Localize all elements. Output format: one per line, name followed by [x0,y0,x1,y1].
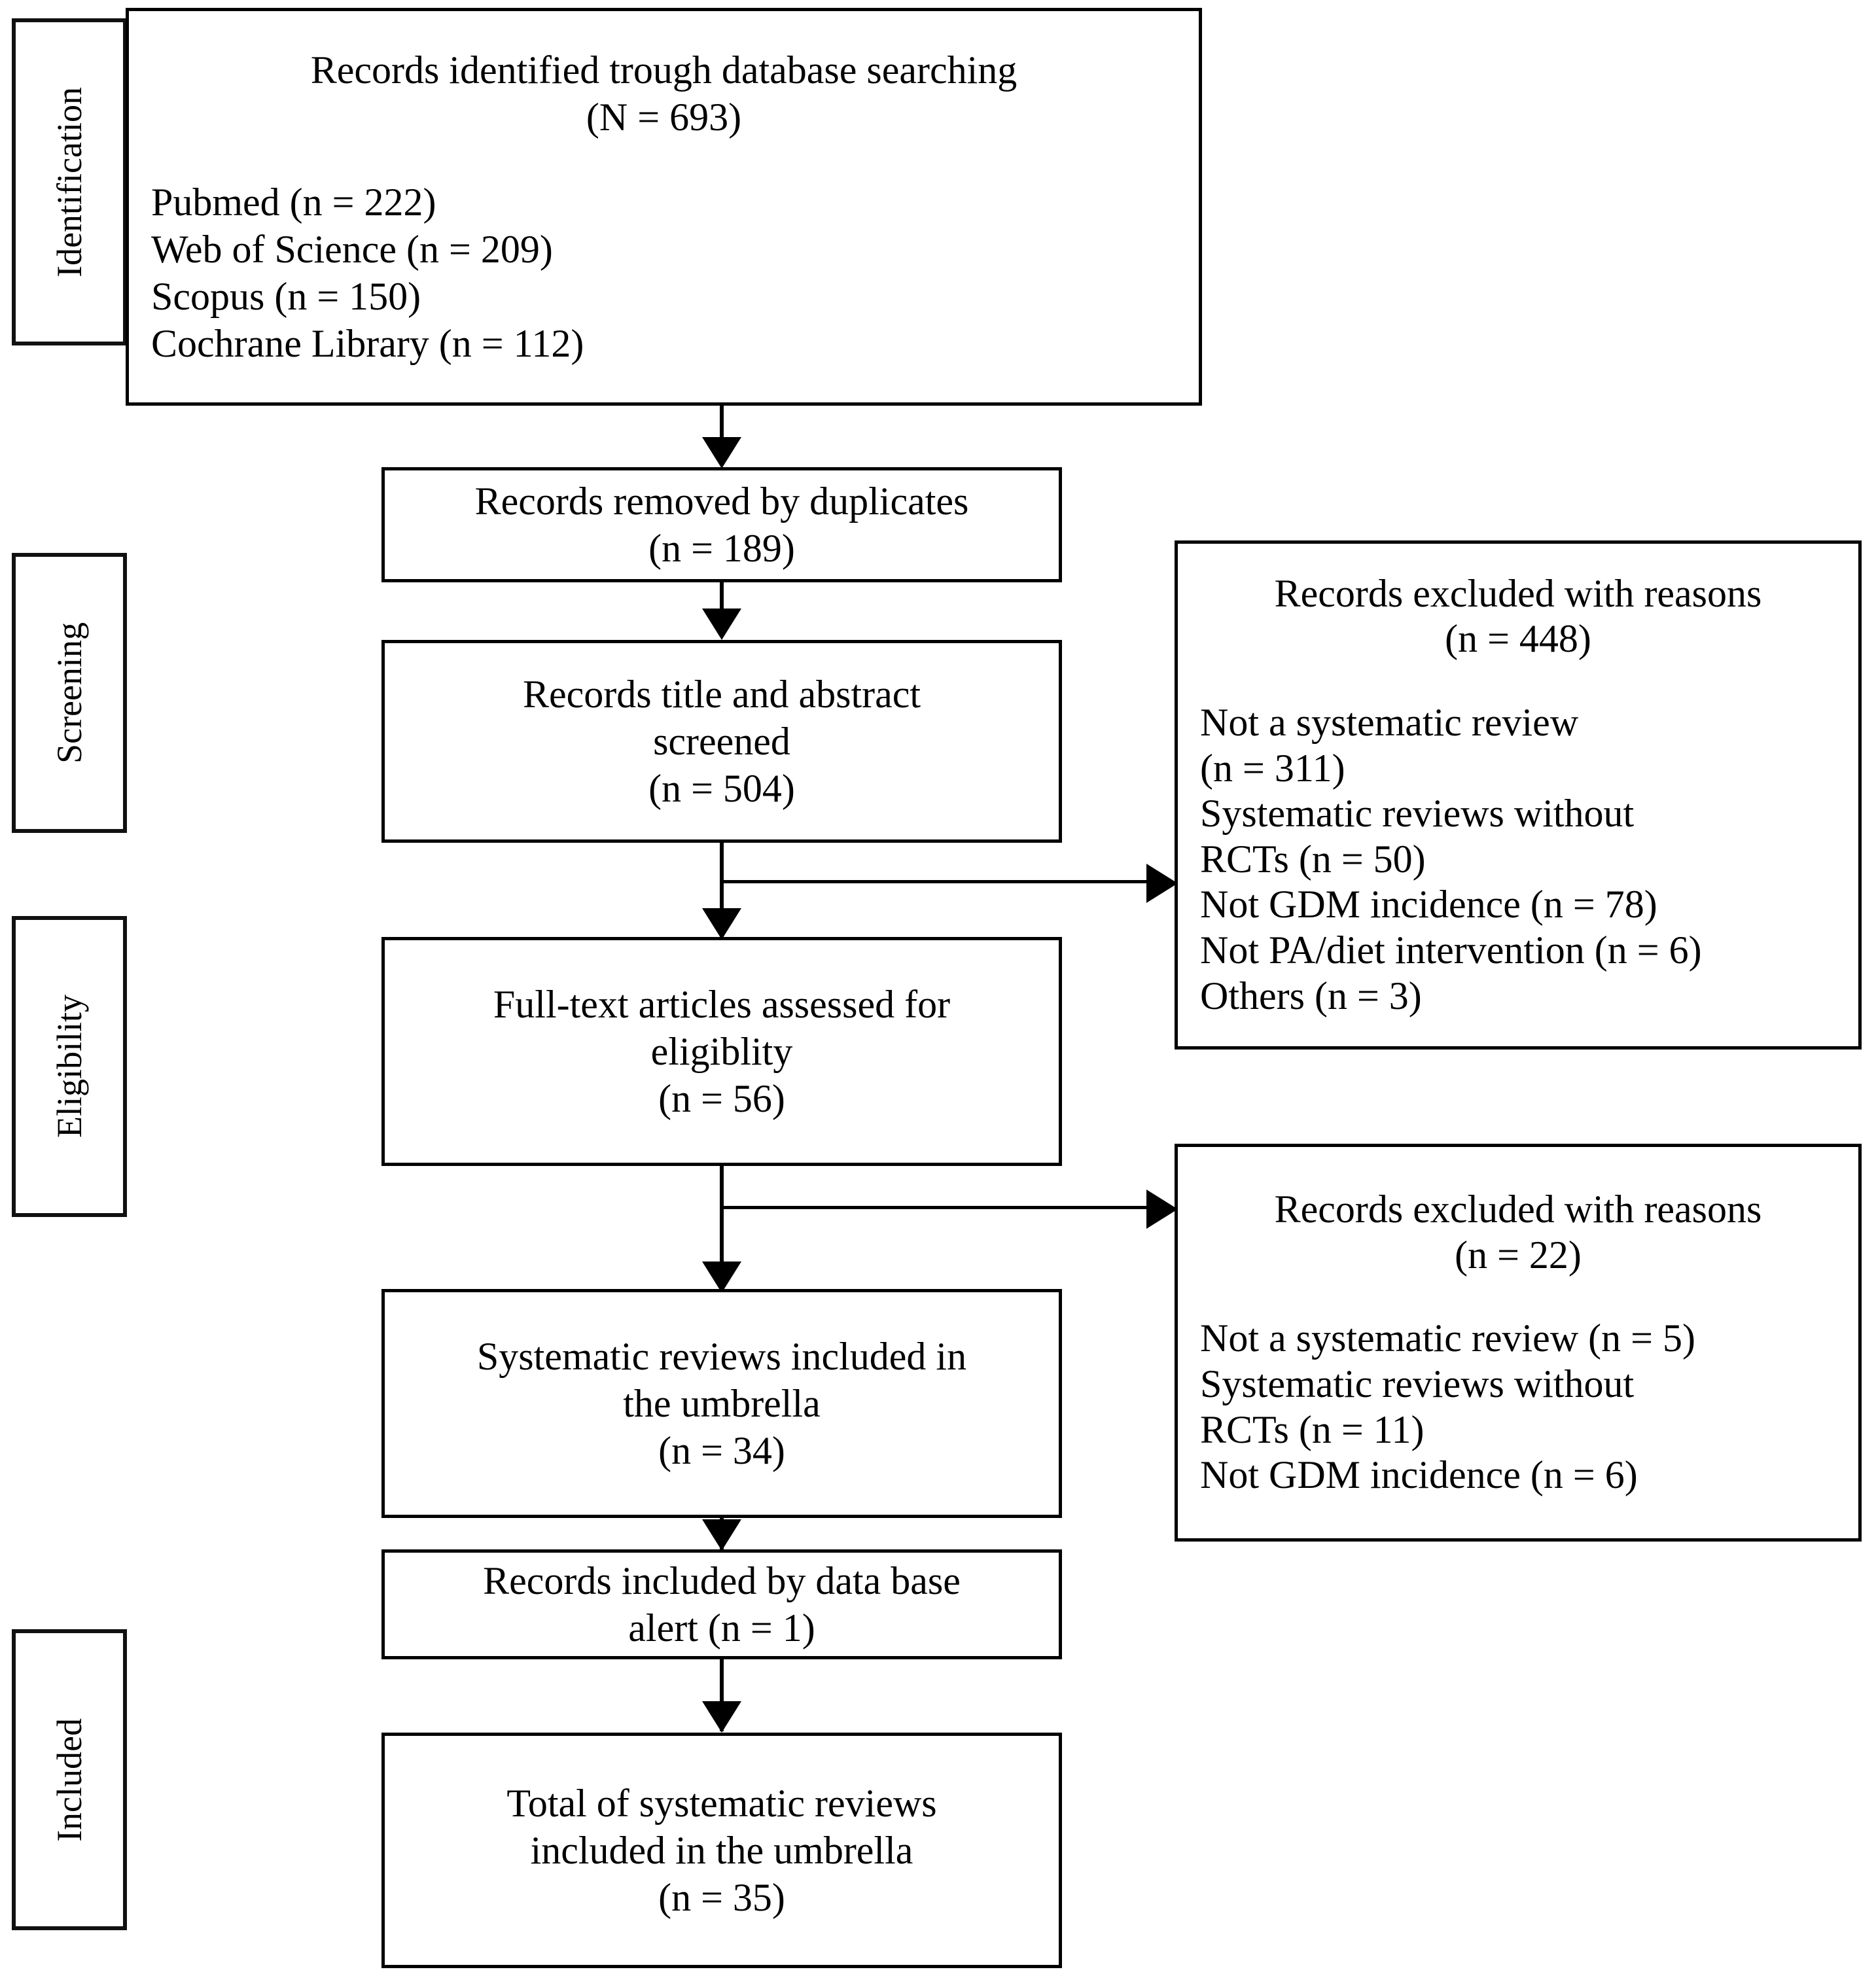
connector-screened-to-excluded [720,880,1152,883]
arrowhead-fulltext-to-included [702,1261,741,1293]
box-systematic-reviews-included: Systematic reviews included in the umbre… [381,1289,1062,1518]
included-umbrella-text: Systematic reviews included in the umbre… [476,1335,967,1472]
excluded-screening-reasons: Not a systematic review (n = 311) System… [1200,701,1702,1017]
arrowhead-identified-to-duplicates [702,437,741,468]
box-duplicates-removed: Records removed by duplicates (n = 189) [381,467,1062,582]
connector-fulltext-to-excluded [720,1206,1152,1209]
stage-label-identification: Identification [50,86,89,277]
arrowhead-included-to-alert [702,1519,741,1551]
box-database-alert: Records included by data base alert (n =… [381,1549,1062,1659]
records-identified-heading: Records identified trough database searc… [310,48,1018,139]
spacer [129,141,1199,179]
arrowhead-screened-to-excluded [1146,864,1178,903]
fulltext-text: Full-text articles assessed for eligibli… [493,983,951,1120]
connector-screened-branch-vertical [720,843,724,938]
arrowhead-fulltext-to-excluded [1146,1190,1178,1229]
connector-identified-to-duplicates [720,406,724,445]
stage-box-included: Included [12,1629,127,1930]
box-excluded-eligibility: Records excluded with reasons (n = 22) N… [1175,1144,1862,1542]
box-records-identified: Records identified trough database searc… [126,8,1202,406]
screened-text: Records title and abstract screened (n =… [522,673,921,810]
spacer [1178,662,1858,700]
duplicates-text: Records removed by duplicates (n = 189) [474,480,969,570]
connector-alert-to-total [720,1659,724,1731]
stage-label-screening: Screening [50,622,89,764]
excluded-screening-heading: Records excluded with reasons (n = 448) [1274,571,1762,661]
stage-box-eligibility: Eligibility [12,916,127,1217]
excluded-eligibility-heading: Records excluded with reasons (n = 22) [1274,1188,1762,1277]
connector-duplicates-to-screened [720,582,724,616]
arrowhead-duplicates-to-screened [702,609,741,640]
connector-fulltext-branch-vertical [720,1166,724,1290]
box-total-systematic-reviews: Total of systematic reviews included in … [381,1733,1062,1968]
box-fulltext-assessed: Full-text articles assessed for eligibli… [381,937,1062,1166]
box-excluded-screening: Records excluded with reasons (n = 448) … [1175,540,1862,1050]
excluded-eligibility-reasons: Not a systematic review (n = 5) Systemat… [1200,1316,1695,1497]
spacer [1178,1278,1858,1316]
arrowhead-screened-to-fulltext [702,908,741,940]
arrowhead-alert-to-total [702,1701,741,1733]
total-text: Total of systematic reviews included in … [506,1782,937,1919]
records-identified-sources: Pubmed (n = 222) Web of Science (n = 209… [151,181,584,365]
stage-label-included: Included [50,1718,89,1842]
stage-box-screening: Screening [12,553,127,833]
box-records-screened: Records title and abstract screened (n =… [381,640,1062,843]
stage-box-identification: Identification [12,18,127,345]
alert-text: Records included by data base alert (n =… [483,1559,961,1650]
stage-label-eligibility: Eligibility [50,995,89,1138]
